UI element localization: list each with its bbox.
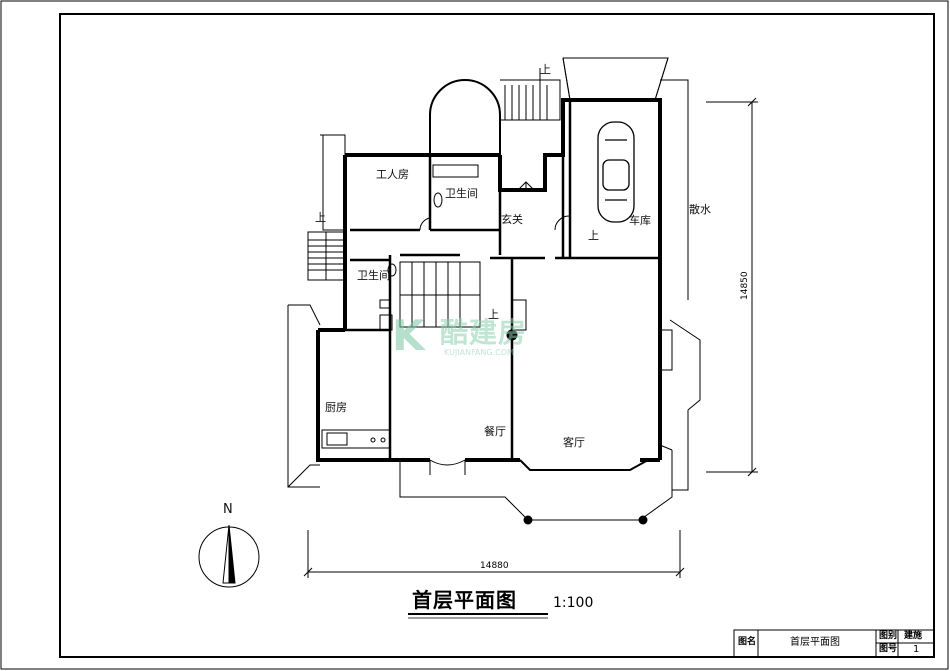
tb-label-category: 图别 xyxy=(879,631,898,641)
drainage-label: 散水 xyxy=(689,203,711,216)
north-stair xyxy=(500,68,561,121)
drawing-scale: 1:100 xyxy=(553,595,594,611)
sink xyxy=(326,432,348,446)
bathtub xyxy=(432,164,479,178)
room-label-bath-upper: 卫生间 xyxy=(445,187,478,200)
room-label-bath-lower: 卫生间 xyxy=(357,269,390,282)
toilet-upper xyxy=(433,192,443,208)
height-dimension: 14850 xyxy=(740,271,750,300)
room-label-foyer: 玄关 xyxy=(501,213,523,226)
toilet-lower xyxy=(387,263,397,277)
room-label-garage: 车库 xyxy=(629,214,651,227)
nw-stair xyxy=(307,231,346,281)
north-arrow xyxy=(198,524,260,588)
room-label-dining: 餐厅 xyxy=(484,425,506,438)
room-label-servant: 工人房 xyxy=(376,168,409,181)
tb-value-number: 1 xyxy=(913,644,920,655)
washbasin xyxy=(379,299,391,309)
interior-walls xyxy=(345,100,660,460)
tb-label-name: 图名 xyxy=(738,637,757,647)
up-label-north: 上 xyxy=(540,63,551,76)
tb-value-category: 建施 xyxy=(904,631,923,641)
room-label-living: 客厅 xyxy=(563,436,585,449)
north-label: N xyxy=(223,502,233,517)
drawing-title: 首层平面图 xyxy=(412,588,517,612)
interior-stair xyxy=(399,261,527,331)
drawing-frame xyxy=(59,13,935,658)
kitchen-counter xyxy=(321,429,391,449)
exterior-walls xyxy=(316,98,662,462)
watermark-logo: K xyxy=(392,311,425,360)
tb-value-name: 首层平面图 xyxy=(790,637,840,648)
watermark-url: KUJIANFANG.COM xyxy=(444,348,514,357)
up-label-stair: 上 xyxy=(488,308,499,321)
up-label-west: 上 xyxy=(315,211,326,224)
up-label-foyer: 上 xyxy=(588,229,599,242)
tb-label-number: 图号 xyxy=(879,644,898,654)
car xyxy=(597,121,635,223)
room-label-kitchen: 厨房 xyxy=(325,401,347,414)
title-block xyxy=(733,629,935,658)
dimension-lines xyxy=(303,97,758,578)
watermark: K 酷建房 KUJIANFANG.COM xyxy=(392,315,567,363)
watermark-brand: 酷建房 xyxy=(440,316,528,349)
width-dimension: 14880 xyxy=(480,561,509,571)
shower xyxy=(379,314,393,331)
floor-plan xyxy=(287,57,701,525)
